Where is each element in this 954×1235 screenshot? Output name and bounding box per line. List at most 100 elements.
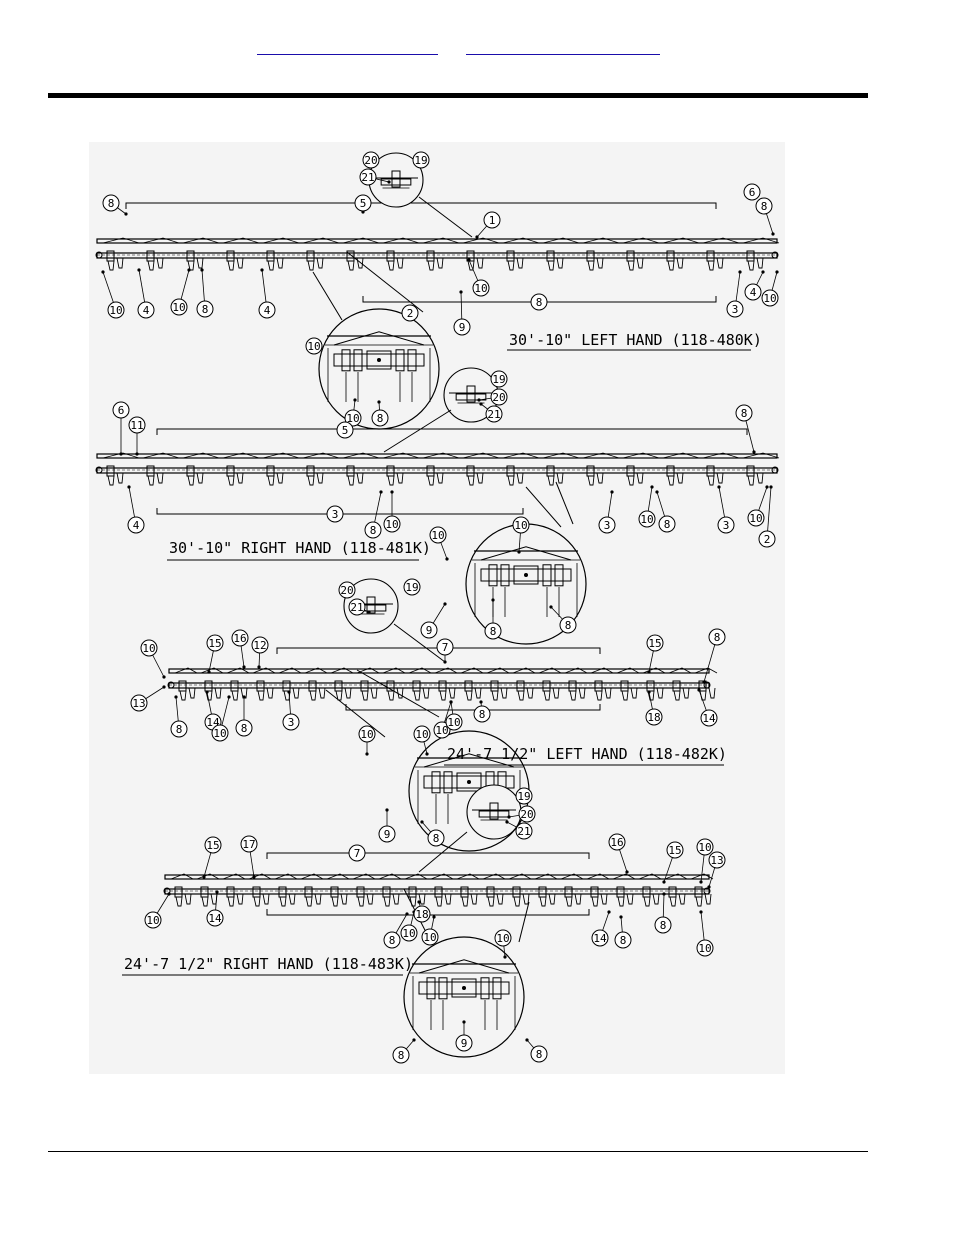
- callout-number: 10: [474, 282, 487, 295]
- callout-balloon: 8: [364, 490, 383, 539]
- callout-balloon: 15: [646, 634, 664, 674]
- callout-number: 10: [385, 518, 398, 531]
- reel-rh30: [95, 452, 780, 486]
- callout-number: 19: [405, 581, 418, 594]
- callout-number: 7: [354, 847, 361, 860]
- callout-balloon: 9: [453, 290, 471, 336]
- callout-balloon: 10: [445, 700, 463, 731]
- callout-number: 14: [593, 932, 607, 945]
- callout-number: 8: [389, 934, 396, 947]
- callout-balloon: 9: [455, 1020, 473, 1052]
- callout-balloon: 3: [726, 270, 744, 318]
- callout-number: 2: [407, 307, 414, 320]
- callout-balloon: 21: [479, 402, 503, 423]
- callout-balloon: 8: [735, 404, 756, 454]
- callout-balloon: 20: [338, 581, 356, 599]
- callout-number: 10: [640, 513, 653, 526]
- callout-number: 10: [698, 841, 711, 854]
- caption-lh24: 24'-7 1/2" LEFT HAND (118-482K): [447, 745, 727, 763]
- callout-number: 14: [208, 912, 222, 925]
- callout-balloon: 5: [336, 421, 354, 439]
- caption-rh24: 24'-7 1/2" RIGHT HAND (118-483K): [124, 955, 413, 973]
- callout-number: 5: [360, 197, 367, 210]
- callout-number: 20: [492, 391, 505, 404]
- callout-number: 13: [132, 697, 145, 710]
- callout-balloon: 15: [662, 841, 684, 884]
- callout-number: 5: [342, 424, 349, 437]
- callout-balloon: 9: [378, 808, 396, 843]
- detail-lh30-joint: [318, 308, 440, 430]
- callout-balloon: 10: [305, 337, 323, 355]
- callout-number: 18: [647, 711, 660, 724]
- callout-number: 10: [423, 931, 436, 944]
- callout-balloon: 10: [512, 516, 530, 554]
- callout-balloon: 8: [383, 912, 409, 949]
- callout-balloon: 8: [392, 1038, 416, 1064]
- callout-number: 2: [764, 533, 771, 546]
- callout-balloon: 4: [127, 485, 145, 534]
- callout-balloon: 13: [707, 851, 726, 889]
- callout-balloon: 3: [326, 505, 344, 523]
- callout-balloon: 2: [401, 304, 419, 322]
- reel-lh30: [95, 237, 780, 271]
- callout-balloon: 1: [475, 211, 501, 239]
- callout-number: 10: [415, 728, 428, 741]
- caption-lh30: 30'-10" LEFT HAND (118-480K): [509, 331, 762, 349]
- callout-balloon: 8: [530, 293, 548, 311]
- callout-number: 10: [109, 304, 122, 317]
- callout-balloon: 20: [507, 805, 536, 823]
- callout-number: 3: [604, 519, 611, 532]
- callout-number: 10: [431, 529, 444, 542]
- callout-balloon: 10: [101, 270, 125, 319]
- callout-balloon: 10: [696, 838, 714, 884]
- callout-balloon: 8: [170, 695, 188, 738]
- callout-number: 6: [118, 404, 125, 417]
- callout-balloon: 16: [608, 833, 629, 874]
- callout-balloon: 10: [383, 490, 401, 533]
- callout-number: 8: [398, 1049, 405, 1062]
- callout-number: 4: [750, 286, 757, 299]
- callout-number: 9: [459, 321, 466, 334]
- callout-balloon: 20: [477, 388, 508, 406]
- callout-number: 9: [426, 624, 433, 637]
- callout-number: 8: [176, 723, 183, 736]
- top-link-left[interactable]: [257, 40, 438, 55]
- callout-number: 8: [565, 619, 572, 632]
- callout-balloon: 8: [755, 197, 775, 236]
- callout-balloon: 19: [403, 578, 421, 596]
- callout-number: 8: [664, 518, 671, 531]
- callout-number: 11: [130, 419, 143, 432]
- callout-balloon: 19: [490, 370, 508, 388]
- callout-number: 10: [146, 914, 159, 927]
- detail-rh24-hardware: [466, 784, 522, 840]
- callout-balloon: 9: [420, 602, 447, 639]
- callout-number: 8: [660, 919, 667, 932]
- callout-number: 6: [749, 186, 756, 199]
- callout-balloon: 10: [421, 915, 439, 946]
- callout-balloon: 10: [433, 700, 453, 739]
- callout-balloon: 13: [130, 685, 166, 712]
- callout-balloon: 21: [359, 168, 391, 186]
- callout-balloon: 12: [251, 636, 269, 669]
- callout-number: 15: [668, 844, 681, 857]
- callout-number: 10: [307, 340, 320, 353]
- callout-number: 15: [206, 839, 219, 852]
- callout-number: 3: [288, 716, 295, 729]
- callout-number: 4: [264, 304, 271, 317]
- top-link-right[interactable]: [466, 40, 660, 55]
- callout-balloon: 8: [614, 915, 632, 949]
- callout-balloon: 8: [102, 194, 128, 216]
- callout-number: 4: [143, 304, 150, 317]
- callout-balloon: 4: [258, 268, 276, 319]
- callout-balloon: 8: [196, 268, 214, 318]
- callout-balloon: 10: [467, 258, 490, 297]
- callout-number: 10: [749, 512, 762, 525]
- callout-balloon: 14: [206, 890, 224, 927]
- callout-number: 8: [479, 708, 486, 721]
- header-rule: [48, 93, 868, 98]
- callout-balloon: 21: [505, 820, 533, 840]
- callout-number: 8: [370, 524, 377, 537]
- callout-number: 4: [133, 519, 140, 532]
- callout-balloon: 8: [235, 695, 253, 737]
